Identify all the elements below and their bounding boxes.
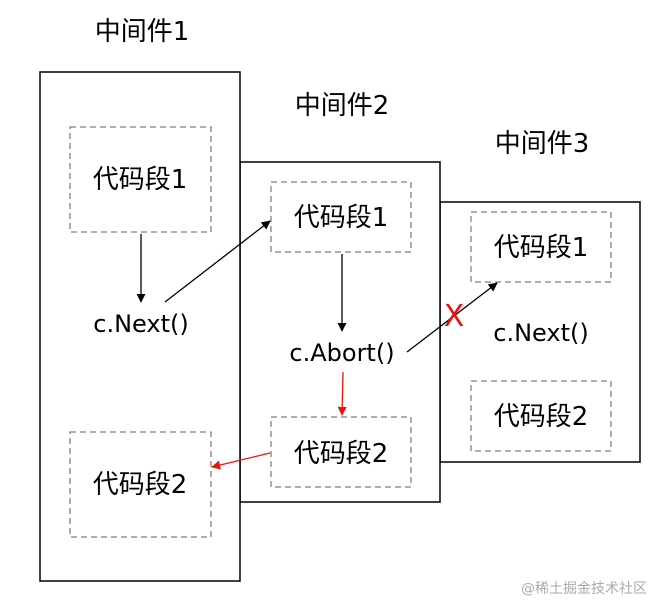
blocked-x-marker: X — [444, 299, 465, 334]
middleware-2-segment-top-label: 代码段1 — [294, 203, 389, 233]
middleware-1-segment-bottom-box — [69, 431, 212, 538]
arrow-mw1-next-to-mw2-segment — [164, 220, 271, 303]
middleware-3-call-label: c.Next() — [493, 319, 588, 347]
middleware-1-segment-bottom-label: 代码段2 — [93, 470, 188, 500]
middleware-2-segment-top-box — [270, 181, 412, 253]
middleware-3-segment-top-label: 代码段1 — [494, 233, 589, 263]
middleware-2-box — [239, 161, 441, 503]
middleware-1-call-label: c.Next() — [93, 310, 188, 338]
middleware-2-segment-bottom-box — [270, 416, 412, 488]
arrow-mw2-abort-to-mw3-segment — [406, 282, 498, 353]
middleware-2-call-label: c.Abort() — [289, 339, 394, 367]
middleware-1-box — [39, 71, 241, 582]
middleware-3-title: 中间件3 — [495, 129, 590, 159]
middleware-3-segment-top-box — [470, 211, 612, 283]
middleware-1-title: 中间件1 — [95, 17, 190, 47]
middleware-3-segment-bottom-box — [470, 380, 612, 452]
middleware-1-segment-top-label: 代码段1 — [93, 165, 188, 195]
watermark: @稀土掘金技术社区 — [521, 581, 647, 597]
middleware-2-title: 中间件2 — [295, 91, 390, 121]
arrow-mw2-abort-to-segment-bottom — [337, 371, 347, 416]
middleware-1-segment-top-box — [69, 126, 212, 233]
arrow-mw2-segment-bottom-to-mw1-segment — [211, 452, 271, 470]
middleware-3-segment-bottom-label: 代码段2 — [494, 402, 589, 432]
middleware-3-box — [439, 201, 641, 463]
middleware-2-segment-bottom-label: 代码段2 — [294, 439, 389, 469]
